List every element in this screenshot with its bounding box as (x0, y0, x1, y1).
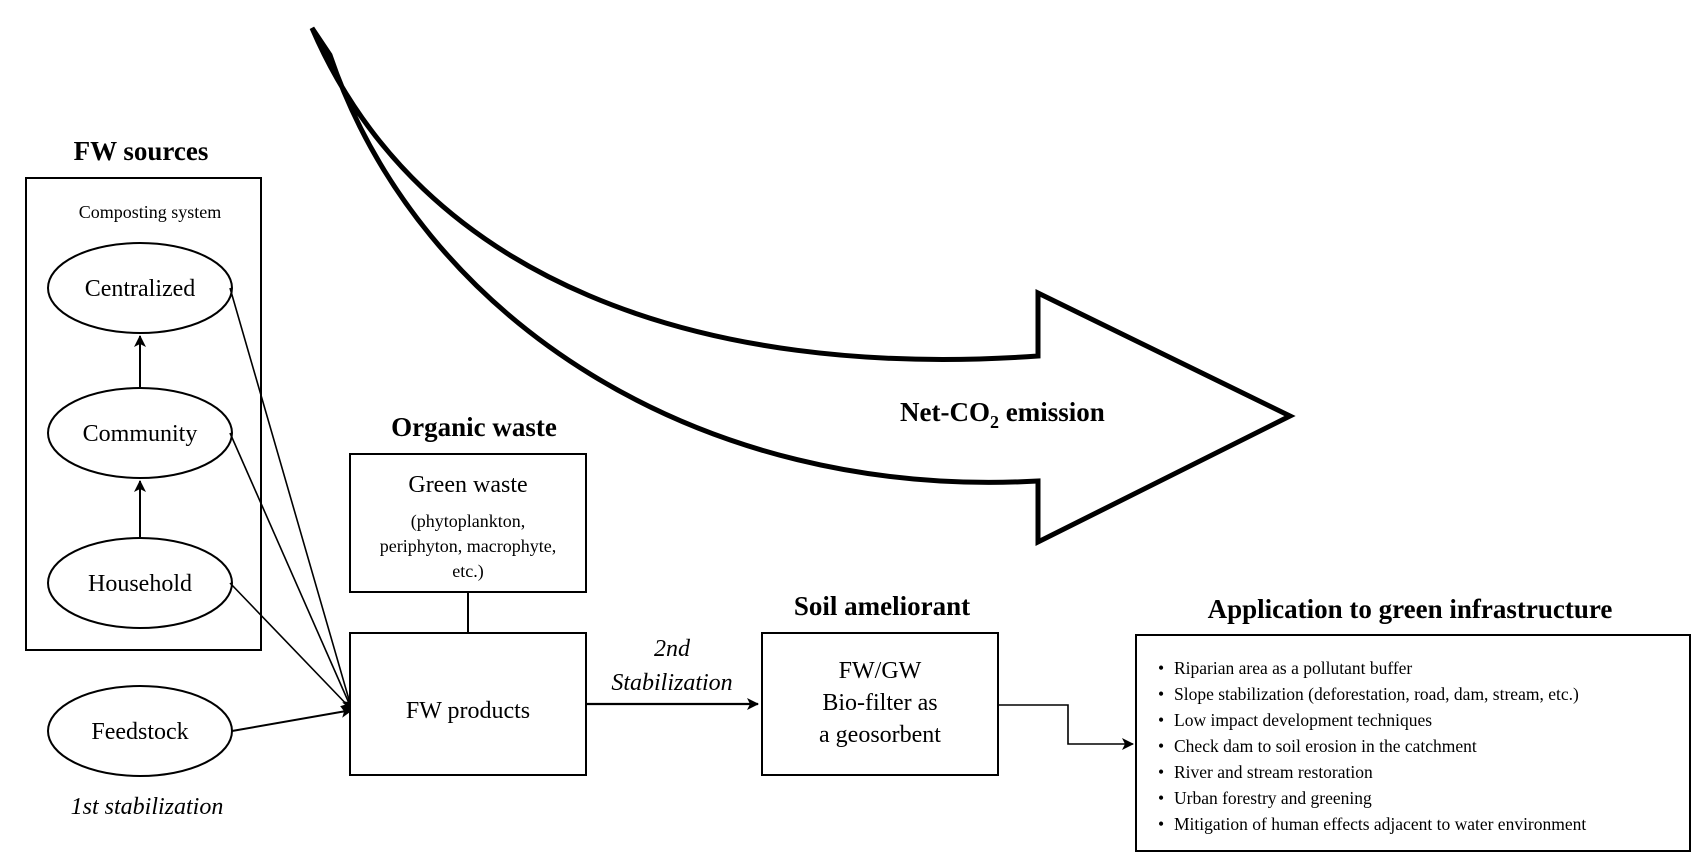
green-waste-line-1: (phytoplankton, (411, 511, 526, 532)
soil-box-line-3: a geosorbent (819, 722, 941, 748)
application-bullet-6: • (1158, 788, 1164, 808)
application-bullet-3: • (1158, 710, 1164, 730)
green-waste-box (349, 453, 587, 593)
community-to-fw-products-arrow (229, 432, 354, 711)
feedstock-label: Feedstock (91, 719, 188, 745)
application-item-3: Low impact development techniques (1174, 710, 1432, 730)
application-box (1135, 634, 1691, 852)
net-co2-emission-arrow (309, 26, 1296, 547)
green-waste-title: Green waste (408, 472, 527, 498)
fw-sources-heading: FW sources (74, 136, 209, 166)
centralized-node (47, 242, 233, 334)
household-node (47, 537, 233, 629)
application-list: • Riparian area as a pollutant buffer • … (1158, 658, 1586, 834)
application-bullet-4: • (1158, 736, 1164, 756)
green-waste-line-2: periphyton, macrophyte, (380, 536, 556, 556)
feedstock-to-fw-products-arrow (231, 705, 353, 732)
net-co2-emission-label: Net-CO2 emission (900, 397, 1105, 432)
centralized-to-fw-products-arrow (229, 287, 355, 711)
household-label: Household (88, 571, 192, 597)
application-bullet-2: • (1158, 684, 1164, 704)
centralized-label: Centralized (85, 276, 196, 302)
fw-products-label: FW products (406, 698, 530, 724)
application-heading: Application to green infrastructure (1208, 594, 1613, 624)
second-stabilization-line-2: Stabilization (611, 670, 732, 696)
community-node (47, 387, 233, 479)
application-item-5: River and stream restoration (1174, 762, 1373, 782)
soil-box-line-2: Bio-filter as (822, 690, 937, 716)
fw-products-box (349, 632, 587, 776)
application-item-7: Mitigation of human effects adjacent to … (1174, 814, 1586, 834)
soil-box-line-1: FW/GW (839, 658, 922, 684)
application-item-1: Riparian area as a pollutant buffer (1174, 658, 1412, 678)
household-to-fw-products-arrow (229, 582, 353, 711)
application-bullet-7: • (1158, 814, 1164, 834)
application-item-2: Slope stabilization (deforestation, road… (1174, 684, 1579, 704)
application-item-6: Urban forestry and greening (1174, 788, 1372, 808)
first-stabilization-label: 1st stabilization (71, 794, 224, 820)
soil-ameliorant-box (761, 632, 999, 776)
second-stabilization-line-1: 2nd (654, 636, 691, 662)
organic-waste-heading: Organic waste (391, 412, 557, 442)
application-bullet-5: • (1158, 762, 1164, 782)
composting-system-label: Composting system (79, 202, 222, 222)
application-item-4: Check dam to soil erosion in the catchme… (1174, 736, 1477, 756)
soil-ameliorant-heading: Soil ameliorant (794, 591, 970, 621)
green-waste-line-3: etc.) (452, 561, 483, 582)
application-bullet-1: • (1158, 658, 1164, 678)
soil-to-application-arrow (998, 704, 1134, 750)
community-label: Community (83, 421, 198, 447)
